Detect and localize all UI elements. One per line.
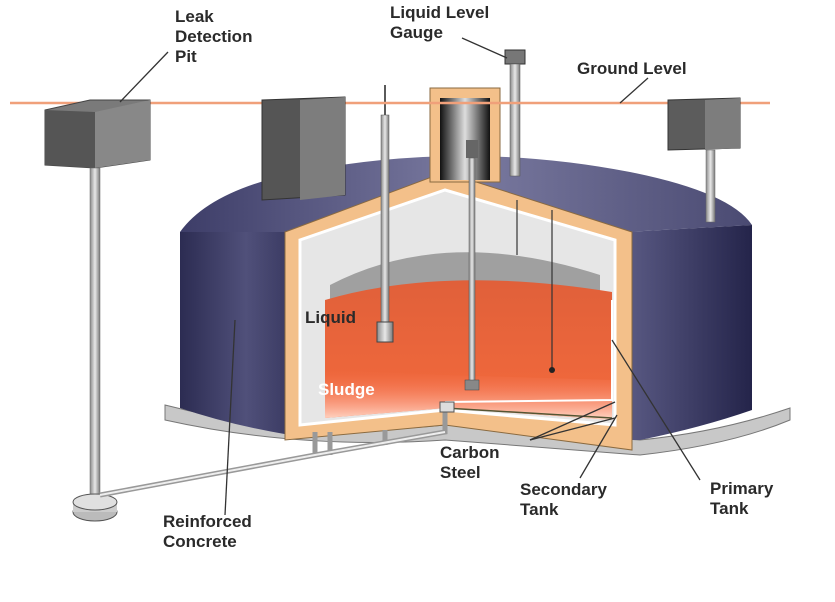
sludge-layer — [325, 370, 612, 420]
pump-rod — [468, 157, 476, 384]
pump-tip — [464, 379, 480, 391]
sensor-tip — [549, 367, 555, 373]
riser-opening — [440, 98, 490, 180]
leak-detection-pit — [44, 99, 151, 522]
pump-head — [466, 140, 478, 158]
label-sludge: Sludge — [318, 380, 375, 399]
label-gauge-line2: Gauge — [390, 23, 443, 42]
gauge-cap — [504, 49, 526, 65]
leader-concrete — [224, 319, 236, 516]
instrument-probe — [376, 321, 394, 343]
pit-box-middle — [261, 96, 346, 201]
label-carbon-steel-line2: Steel — [440, 463, 481, 482]
label-ground-level: Ground Level — [577, 59, 687, 78]
drain-pipe-highlight — [99, 431, 446, 496]
gauge-pipe — [509, 63, 521, 177]
leader-secondary — [579, 414, 618, 479]
primary-tank-wall-line — [444, 300, 613, 403]
label-gauge-line1: Liquid Level — [390, 3, 489, 22]
concrete-wall-right — [625, 225, 752, 440]
concrete-wall-left — [180, 232, 290, 435]
label-primary-tank-line2: Tank — [710, 499, 749, 518]
label-leak-detection-line2: Detection — [175, 27, 252, 46]
label-leak-detection-line3: Pit — [175, 47, 197, 66]
label-carbon-steel-line1: Carbon — [440, 443, 500, 462]
label-secondary-tank-line2: Tank — [520, 500, 559, 519]
pit-box-right — [667, 97, 741, 223]
leader-leak-detection — [119, 51, 169, 103]
leader-carbon-steel-b — [529, 417, 616, 441]
label-primary-tank-line1: Primary — [710, 479, 774, 498]
label-leak-detection-line1: Leak — [175, 7, 214, 26]
instrument-rod — [380, 114, 390, 326]
leader-gauge — [461, 37, 508, 59]
leader-carbon-steel-a — [529, 401, 616, 441]
label-concrete-line1: Reinforced — [163, 512, 252, 531]
label-concrete-line2: Concrete — [163, 532, 237, 551]
drain-fitting — [439, 401, 455, 413]
leader-ground — [619, 77, 649, 104]
label-liquid: Liquid — [305, 308, 356, 327]
leader-primary — [611, 339, 701, 481]
label-secondary-tank-line1: Secondary — [520, 480, 607, 499]
